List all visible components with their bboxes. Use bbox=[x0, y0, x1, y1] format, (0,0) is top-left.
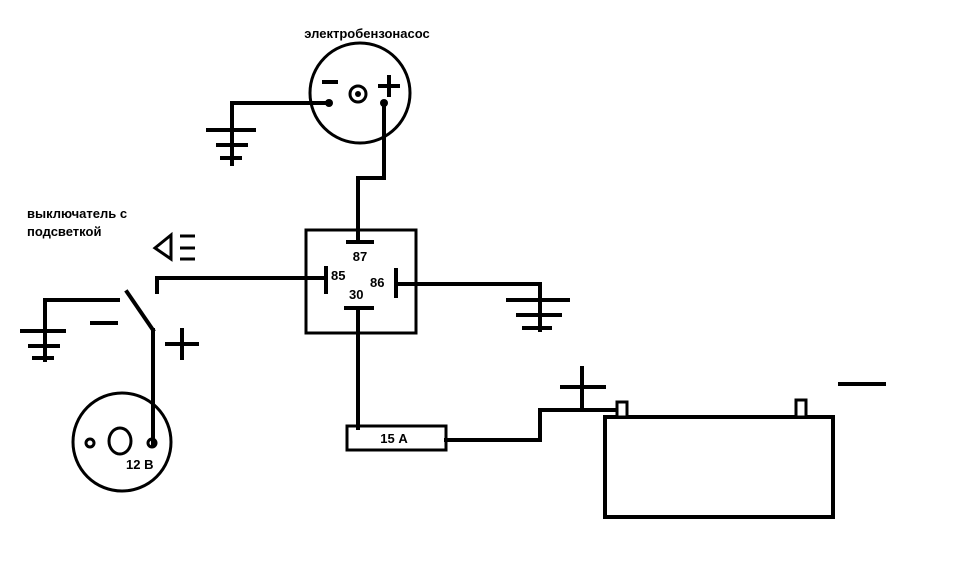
fuel-pump-label: электробензонасос bbox=[304, 26, 429, 41]
wire-fuse-to-battery bbox=[444, 408, 624, 442]
battery-plus-terminal bbox=[615, 400, 629, 419]
battery bbox=[560, 366, 886, 519]
switch-ground bbox=[20, 298, 66, 362]
relay-pin-87: 87 bbox=[353, 249, 367, 264]
switch-blade bbox=[124, 289, 156, 333]
wire-pump-to-87 bbox=[356, 101, 386, 242]
fuse-label: 15 А bbox=[380, 431, 408, 446]
pump-ground bbox=[206, 101, 331, 166]
backlight-lamp-icon bbox=[152, 231, 195, 262]
relay: 87 85 86 30 bbox=[304, 228, 418, 335]
pump-center-terminal bbox=[348, 84, 368, 104]
fuel-pump: электробензонасос bbox=[304, 26, 430, 145]
socket-voltage-label: 12 В bbox=[126, 457, 153, 472]
relay-pin-85: 85 bbox=[331, 268, 345, 283]
relay-pin-30: 30 bbox=[349, 287, 363, 302]
relay-pin-86: 86 bbox=[370, 275, 384, 290]
socket-12v: 12 В bbox=[71, 391, 173, 493]
switch-label-line2: подсветкой bbox=[27, 224, 101, 239]
switch bbox=[43, 289, 199, 446]
fuse: 15 А bbox=[345, 424, 448, 452]
relay-ground bbox=[394, 282, 570, 332]
wire-85-to-switch bbox=[155, 276, 328, 294]
switch-label-line1: выключатель с bbox=[27, 206, 127, 221]
battery-minus-terminal bbox=[794, 398, 808, 419]
